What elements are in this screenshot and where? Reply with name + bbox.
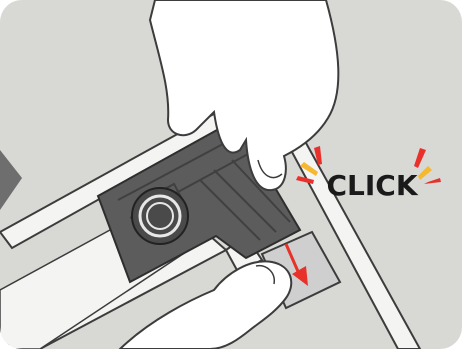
click-sound-label: CLICK: [324, 168, 420, 204]
